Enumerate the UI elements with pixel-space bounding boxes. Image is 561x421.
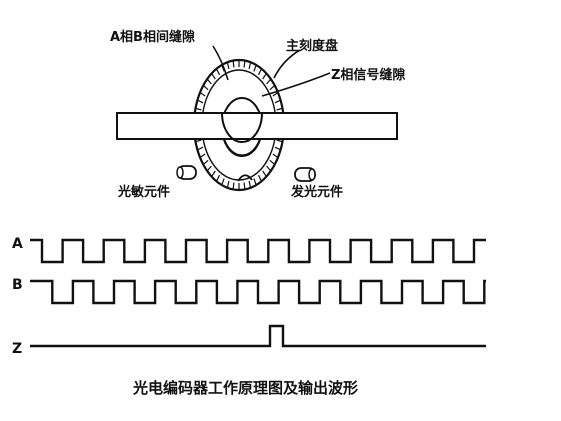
disc-tick xyxy=(253,64,257,72)
disc-tick xyxy=(266,165,272,172)
signal-b-waveform xyxy=(30,279,486,305)
disc-tick xyxy=(269,84,276,91)
disc-tick xyxy=(248,180,252,188)
output-waveforms: A B Z xyxy=(12,236,486,357)
disc-tick xyxy=(243,60,246,68)
photo-element-icon xyxy=(176,165,197,180)
photo-element-label: 光敏元件 xyxy=(117,184,170,200)
disc-tick xyxy=(202,84,209,91)
disc-tick xyxy=(195,139,202,143)
disc-tick xyxy=(266,78,272,85)
z-slit-notch xyxy=(237,174,253,182)
disc-tick xyxy=(232,60,235,68)
ab-slit-label: A相B相间缝隙 xyxy=(110,29,195,45)
disc-tick xyxy=(221,178,225,186)
disc-tick xyxy=(197,99,204,104)
disc-tick xyxy=(257,68,263,76)
disc-tick xyxy=(276,139,283,143)
signal-a-waveform xyxy=(30,238,486,264)
disc-tick xyxy=(274,146,281,151)
z-slit-label: Z相信号缝隙 xyxy=(331,67,405,83)
main-disc-label: 主刻度盘 xyxy=(286,38,338,54)
disc-tick xyxy=(226,180,230,188)
encoder-mechanism xyxy=(116,45,398,192)
disc-tick xyxy=(272,92,279,97)
disc-tick xyxy=(248,62,252,70)
disc-tick xyxy=(215,68,221,76)
disc-tick xyxy=(197,146,204,151)
code-disc-hub-front xyxy=(221,112,263,143)
signal-z-waveform xyxy=(30,324,486,348)
disc-tick xyxy=(262,73,267,80)
disc-tick xyxy=(253,178,257,186)
disc-tick xyxy=(257,174,263,182)
signal-a-label: A xyxy=(12,236,23,252)
disc-tick xyxy=(215,174,221,182)
disc-tick xyxy=(202,159,209,166)
disc-tick xyxy=(274,99,281,104)
figure-caption: 光电编码器工作原理图及输出波形 xyxy=(132,379,358,397)
leader-z-slit xyxy=(261,72,331,97)
shaft xyxy=(116,112,398,140)
signal-b-label: B xyxy=(12,277,23,293)
disc-tick xyxy=(269,159,276,166)
disc-tick xyxy=(226,62,230,70)
disc-tick xyxy=(195,107,202,111)
signal-z-label: Z xyxy=(12,341,22,357)
leader-ab-slit xyxy=(212,45,229,81)
code-disc-tick-marks xyxy=(194,60,284,190)
light-element-label: 发光元件 xyxy=(290,184,343,200)
disc-tick xyxy=(199,92,206,97)
disc-tick xyxy=(199,153,206,158)
disc-tick xyxy=(211,170,216,177)
leader-main-disc xyxy=(273,49,301,79)
disc-tick xyxy=(221,64,225,72)
disc-tick xyxy=(232,182,235,190)
disc-tick xyxy=(243,182,246,190)
code-disc-hub-lower xyxy=(223,138,261,157)
light-element-icon xyxy=(294,167,316,182)
disc-tick xyxy=(272,153,279,158)
disc-tick xyxy=(211,73,216,80)
disc-tick xyxy=(206,165,212,172)
disc-tick xyxy=(276,107,283,111)
disc-tick xyxy=(206,78,212,85)
disc-tick xyxy=(262,170,267,177)
